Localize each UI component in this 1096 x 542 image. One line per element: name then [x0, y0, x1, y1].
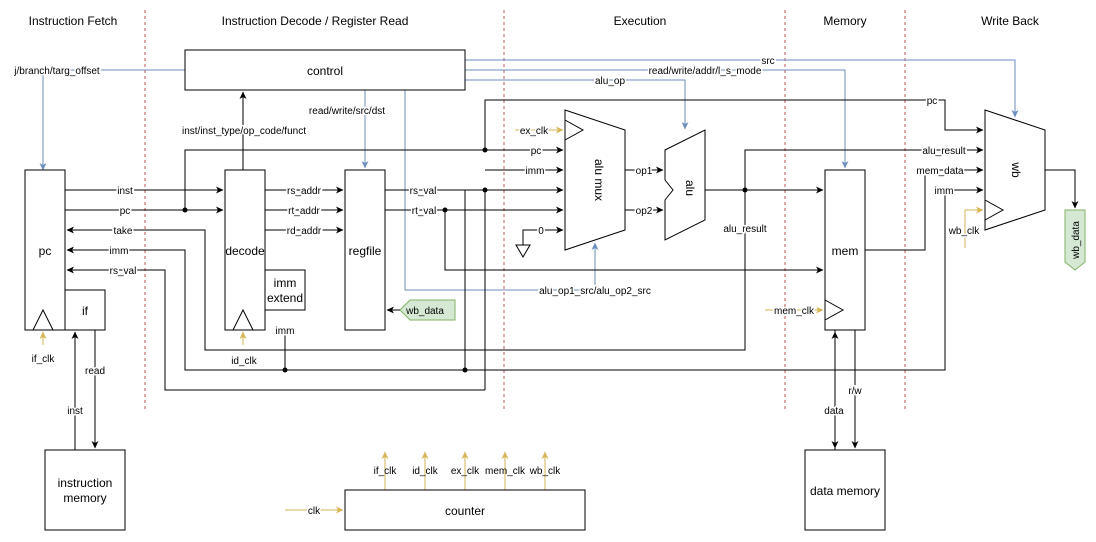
label-inst-mem: inst	[67, 406, 83, 417]
wb-data-in-label: wb_data	[405, 306, 444, 317]
label-inst: inst	[117, 186, 133, 197]
label-rd-addr: rd_addr	[287, 226, 322, 237]
label-wb-clk: wb_clk	[948, 226, 981, 237]
stage-header-fetch: Instruction Fetch	[29, 14, 118, 28]
if-block: if	[64, 289, 106, 331]
label-mem-data: mem_data	[916, 166, 964, 177]
label-pc-top: pc	[927, 96, 938, 107]
label-rt-val: rt_val	[412, 206, 436, 217]
label-read: read	[85, 366, 105, 377]
regfile-label: regfile	[349, 244, 382, 258]
label-src: src	[761, 56, 774, 67]
label-imm-ex: imm	[526, 166, 545, 177]
decode-block: decode	[224, 169, 266, 331]
control-block: control	[184, 49, 466, 91]
label-read-write-src-dst: read/write/src/dst	[309, 106, 385, 117]
label-rs-val: rs_val	[410, 186, 437, 197]
label-take: take	[114, 226, 133, 237]
alu-block: alu	[664, 129, 706, 241]
stage-header-writeback: Write Back	[981, 14, 1040, 28]
label-imm-wb: imm	[935, 186, 954, 197]
alu-mux-block: alu mux	[564, 109, 626, 251]
label-mem-clk: mem_clk	[774, 306, 815, 317]
imm-extend-label-1: imm	[274, 276, 297, 290]
pc-label: pc	[39, 244, 52, 258]
label-zero: 0	[538, 226, 544, 237]
decode-label: decode	[225, 244, 265, 258]
counter-label: counter	[445, 504, 485, 518]
label-j-branch-targ-offset: j/branch/targ_offset	[13, 66, 100, 77]
label-counter-if-clk: if_clk	[374, 466, 398, 477]
label-counter-wb-clk: wb_clk	[529, 466, 562, 477]
wb-label: wb	[1009, 161, 1023, 178]
label-inst-type: inst/inst_type/op_code/funct	[182, 126, 306, 137]
counter-block: counter	[344, 489, 586, 531]
label-pc: pc	[120, 206, 131, 217]
label-op2: op2	[636, 206, 653, 217]
label-alu-src: alu_op1_src/alu_op2_src	[539, 286, 651, 297]
control-label: control	[307, 64, 343, 78]
label-data: data	[824, 406, 844, 417]
label-pc-ex: pc	[531, 146, 542, 157]
data-memory-block: data memory	[804, 449, 886, 531]
label-clk: clk	[308, 506, 321, 517]
instruction-memory-label-2: memory	[63, 491, 106, 505]
stage-header-decode: Instruction Decode / Register Read	[222, 14, 409, 28]
alu-label: alu	[683, 180, 697, 196]
imm-extend-label-2: extend	[267, 291, 303, 305]
label-alu-op: alu_op	[595, 76, 625, 87]
wb-block: wb	[984, 109, 1046, 231]
pc-block: pc	[24, 169, 66, 331]
wb-data-tag-output: wb_data	[1064, 209, 1086, 271]
stage-header-memory: Memory	[823, 14, 866, 28]
mem-block: mem	[824, 169, 866, 331]
wb-data-out-label: wb_data	[1071, 221, 1082, 260]
control-wires	[39, 59, 1019, 291]
regfile-block: regfile	[344, 169, 386, 331]
imm-extend-block: imm extend	[264, 269, 306, 311]
label-alu-result-wb: alu_result	[922, 146, 966, 157]
alu-mux-label: alu mux	[592, 159, 606, 201]
label-counter-mem-clk: mem_clk	[485, 466, 526, 477]
label-counter-id-clk: id_clk	[412, 466, 439, 477]
label-ex-clk: ex_clk	[520, 126, 549, 137]
clock-wires	[39, 126, 984, 514]
label-counter-ex-clk: ex_clk	[451, 466, 480, 477]
label-if-clk: if_clk	[32, 354, 56, 365]
data-memory-label: data memory	[810, 484, 880, 498]
label-rs-addr: rs_addr	[287, 186, 322, 197]
stage-header-execution: Execution	[614, 14, 667, 28]
signal-labels: j/branch/targ_offset inst/inst_type/op_c…	[12, 55, 982, 519]
data-wires	[65, 91, 1079, 450]
label-alu-result-mid: alu_result	[723, 224, 767, 235]
label-imm: imm	[110, 246, 129, 257]
wb-data-tag-input: wb_data	[386, 299, 456, 321]
label-op1: op1	[636, 166, 653, 177]
instruction-memory-label-1: instruction	[58, 476, 113, 490]
label-rw-addr-mode: read/write/addr/l_s_mode	[649, 66, 762, 77]
label-id-clk: id_clk	[231, 356, 258, 367]
if-label: if	[82, 304, 89, 318]
label-rw: r/w	[848, 386, 862, 397]
instruction-memory-block: instruction memory	[44, 449, 126, 531]
label-rt-addr: rt_addr	[288, 206, 320, 217]
mem-label: mem	[832, 244, 859, 258]
label-imm-dec: imm	[276, 326, 295, 337]
label-rs-val-back: rs_val	[110, 266, 137, 277]
